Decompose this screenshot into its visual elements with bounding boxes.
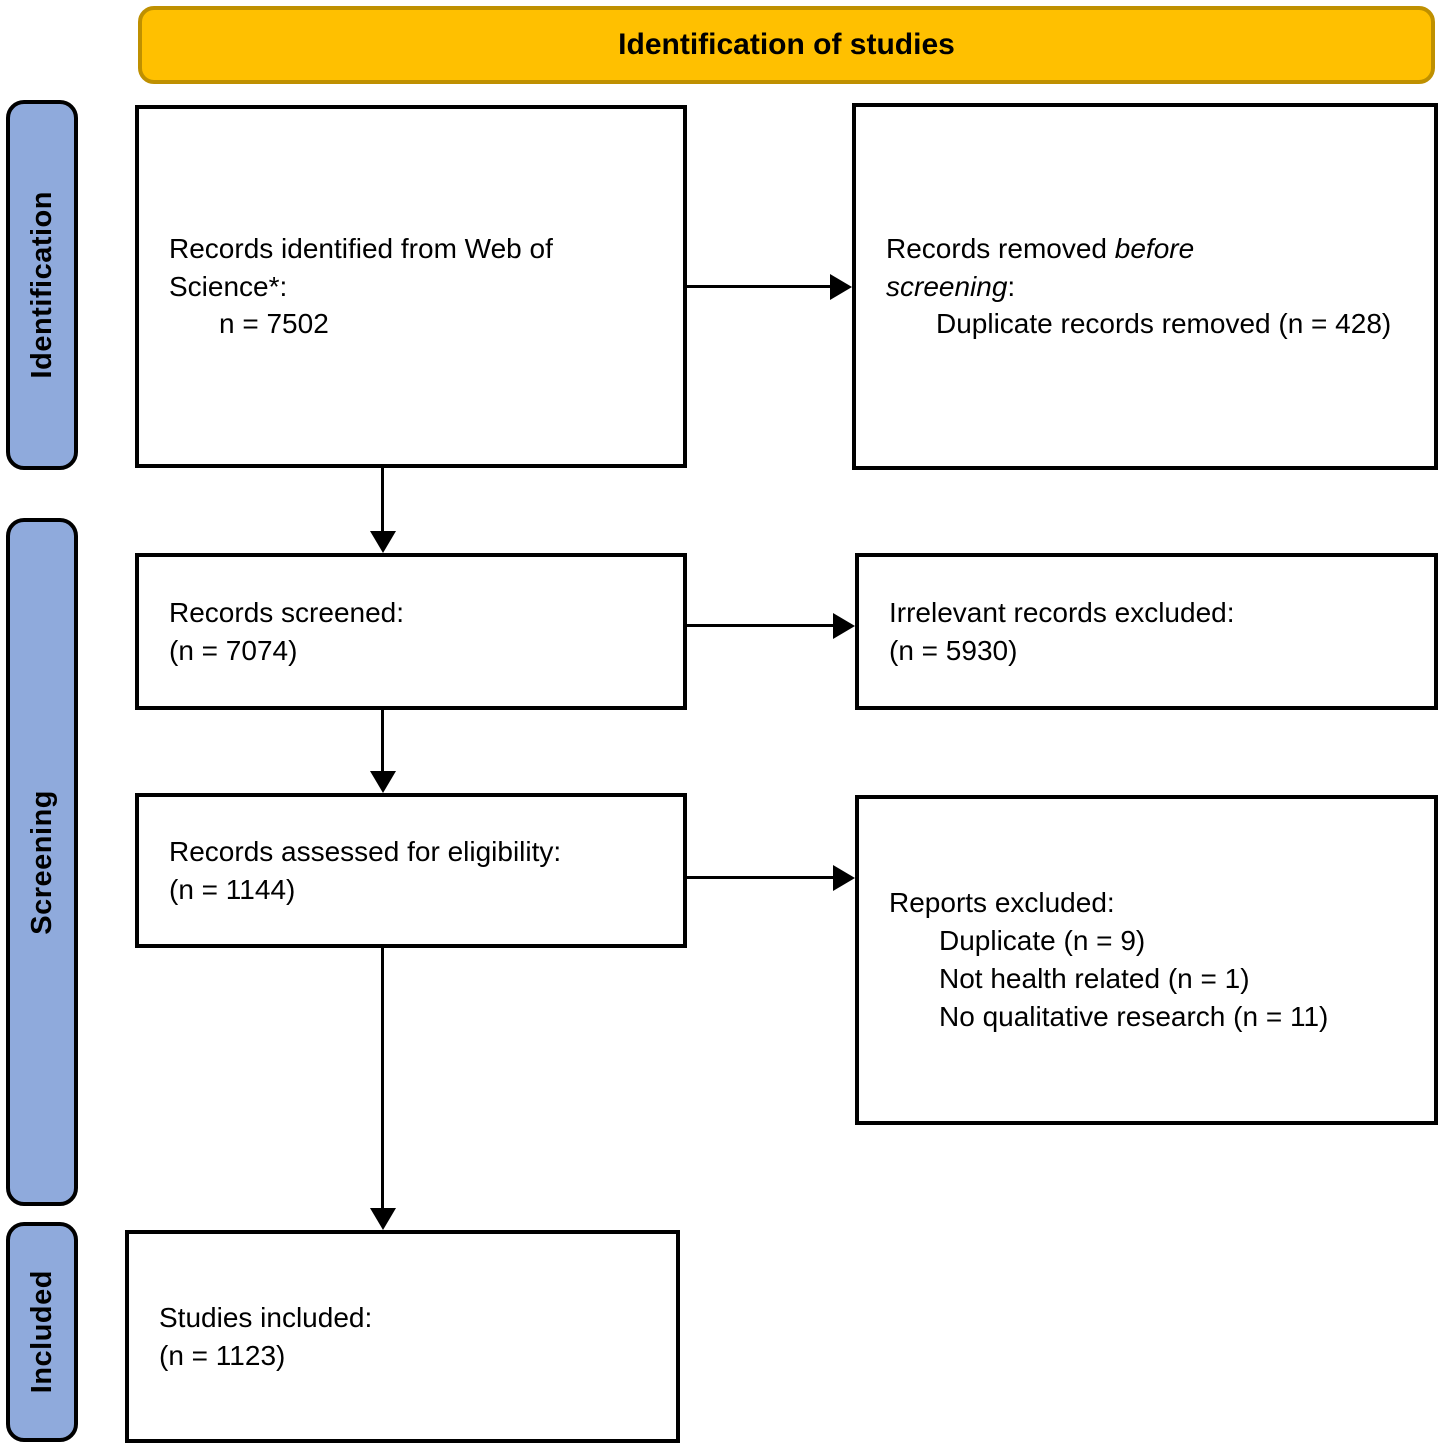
records-identified-count: n = 7502 — [219, 308, 329, 340]
stage-identification-label: Identification — [25, 191, 58, 379]
stage-screening: Screening — [6, 518, 78, 1206]
box-reports-excluded: Reports excluded: Duplicate (n = 9) Not … — [855, 795, 1438, 1125]
records-assessed-count: (n = 1144) — [169, 873, 296, 905]
irrelevant-excluded-count: (n = 5930) — [889, 634, 1018, 666]
reports-excluded-item: No qualitative research (n = 11) — [939, 1000, 1329, 1032]
diagram-title: Identification of studies — [618, 28, 955, 61]
diagram-title-banner: Identification of studies — [138, 6, 1435, 84]
records-screened-text: Records screened: — [169, 596, 405, 628]
records-identified-text: Records identified from Web of Science*: — [169, 232, 553, 302]
studies-included-text: Studies included: — [159, 1301, 373, 1333]
stage-included: Included — [6, 1222, 78, 1442]
records-screened-count: (n = 7074) — [169, 634, 298, 666]
box-records-assessed: Records assessed for eligibility: (n = 1… — [135, 793, 687, 948]
box-records-identified: Records identified from Web of Science*:… — [135, 105, 687, 468]
reports-excluded-title: Reports excluded: — [889, 887, 1115, 919]
box-records-removed-before-screening: Records removed before screening: Duplic… — [852, 103, 1438, 470]
records-removed-italic: before screening — [886, 232, 1195, 302]
box-irrelevant-records-excluded: Irrelevant records excluded: (n = 5930) — [855, 553, 1438, 710]
records-assessed-text: Records assessed for eligibility: — [169, 835, 562, 867]
studies-included-count: (n = 1123) — [159, 1339, 286, 1371]
stage-screening-label: Screening — [25, 789, 58, 935]
irrelevant-excluded-text: Irrelevant records excluded: — [889, 596, 1235, 628]
stage-identification: Identification — [6, 100, 78, 470]
reports-excluded-item: Duplicate (n = 9) — [939, 925, 1146, 957]
box-records-screened: Records screened: (n = 7074) — [135, 553, 687, 710]
stage-included-label: Included — [25, 1270, 58, 1394]
duplicates-removed-item: Duplicate records removed (n = 428) — [936, 308, 1392, 340]
reports-excluded-item: Not health related (n = 1) — [939, 963, 1250, 994]
box-studies-included: Studies included: (n = 1123) — [125, 1230, 680, 1443]
records-removed-text: Records removed before screening: — [886, 232, 1195, 302]
